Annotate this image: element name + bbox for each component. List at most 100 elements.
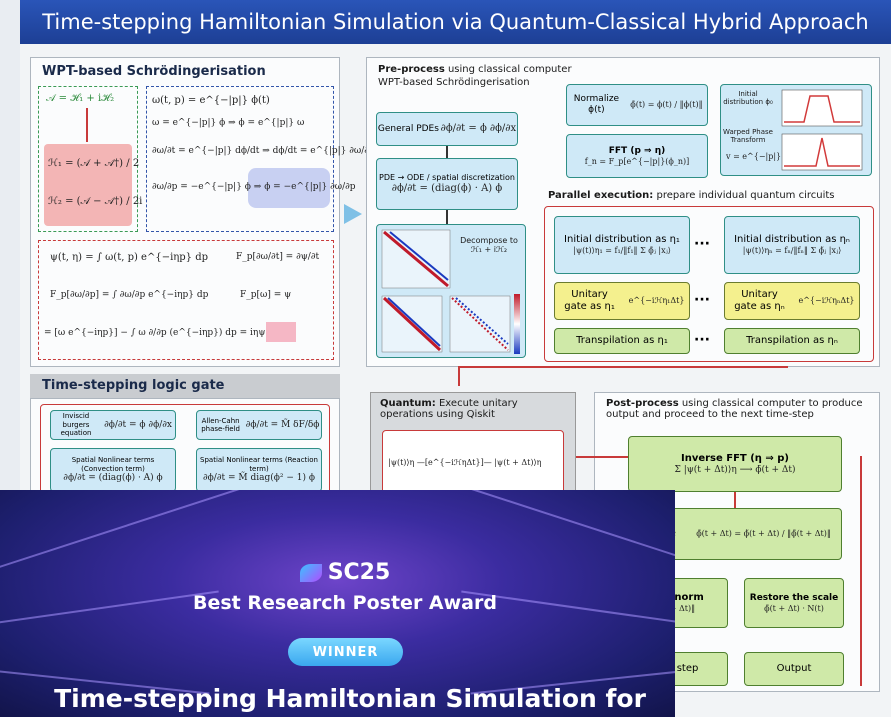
warped-label: Warped Phase Transform (723, 128, 773, 144)
eq-psi: ψ(t, η) = ∫ ω(t, p) e^{−iηp} dp (50, 252, 209, 263)
logic-title: Time-stepping logic gate (42, 378, 225, 393)
ifft-label: Inverse FFT (η ⇒ p) (680, 452, 789, 464)
fft-box: FFT (p ⇒ η)f_n = F_p[e^{−|p|}(ϕ_n)] (566, 134, 708, 178)
result-highlight (266, 322, 296, 342)
init-dist-label: Initial distribution ϕ₀ (723, 90, 773, 106)
wpt-title: WPT-based Schrödingerisation (42, 64, 266, 79)
award-banner (0, 490, 675, 717)
pde-ode-eq: ∂ϕ/∂t = (diag(ϕ) · A) ϕ (391, 182, 503, 194)
normalize-box: Normalize ϕ(t)ϕ̃(t) = ϕ(t) / ‖ϕ(t)‖ (566, 84, 708, 126)
eq-fp3: F_p[ω] = ψ (240, 290, 292, 300)
post-title: Post-process using classical computer to… (606, 398, 866, 420)
general-pdes-eq: ∂ϕ/∂t = ϕ ∂ϕ/∂x (440, 123, 517, 134)
quantum-bold: Quantum: (380, 398, 436, 409)
winner-badge: WINNER (288, 638, 403, 666)
unitn-label: Unitary gate as ηₙ (734, 289, 785, 312)
init1-label: Initial distribution as η₁ (564, 234, 680, 246)
parallel-frame (544, 206, 874, 362)
decompose-label: Decompose to ℋ₁ + iℋ₂ (460, 236, 518, 254)
pre-title-rest: using classical computer (444, 64, 572, 75)
quantum-title: Quantum: Execute unitary operations usin… (380, 398, 570, 420)
initn-label: Initial distribution as ηₙ (734, 234, 850, 246)
unitn-eq: e^{−iℋηₙΔt} (798, 296, 855, 306)
arrow-down-1 (446, 146, 448, 158)
gate4-label: Spatial Nonlinear terms (Reaction term) (200, 456, 318, 473)
pde-ode-label: PDE → ODE / spatial discretization (379, 173, 515, 183)
omega-box (146, 86, 334, 232)
h-defs-box (44, 144, 132, 226)
the-norm-eq: (t + Δt)‖ (660, 604, 696, 614)
gate-burgers: Inviscid burgers equation ∂ϕ/∂t = ϕ ∂ϕ/∂x (50, 410, 176, 440)
flow-arrow-icon (344, 204, 362, 224)
dots-3: ··· (694, 332, 710, 348)
initn-eq: |ψ(t)⟩ηₙ = fₙ/‖fₙ‖ Σ ϕ̃ⱼ |xⱼ⟩ (742, 246, 842, 256)
eq-fp1: F_p[∂ω/∂t] = ∂ψ/∂t (236, 252, 320, 262)
parallel-title: Parallel execution: prepare individual q… (548, 190, 835, 201)
unit1-label: Unitary gate as η₁ (564, 289, 615, 312)
gate1-eq: ∂ϕ/∂t = ϕ ∂ϕ/∂x (104, 419, 172, 430)
up-arrow (86, 108, 88, 142)
next-step-label: me step (657, 663, 699, 674)
award-heading: Best Research Poster Award (193, 592, 497, 614)
the-norm-label: the norm (652, 592, 704, 604)
trans1-label: Transpilation as η₁ (576, 335, 668, 346)
inverse-fft-box: Inverse FFT (η ⇒ p)Σ |ψ(t + Δt)⟩η ⟶ ϕ̃(t… (628, 436, 842, 492)
banner-title: Time-stepping Hamiltonian Simulation via… (42, 10, 869, 34)
pre-title: Pre-process using classical computer (378, 64, 572, 75)
connector-down (458, 366, 460, 386)
dots-1: ··· (694, 236, 710, 252)
warped-eq: v = e^{−|p|} (726, 152, 782, 161)
sc25-logo: SC25 (270, 560, 420, 585)
eq-omega3: ∂ω/∂t = e^{−|p|} dϕ/dt ⇒ dϕ/dt = e^{|p|}… (152, 146, 373, 156)
eq-h2: ℋ₂ = (𝒜 − 𝒜†) / 2i (48, 196, 143, 207)
normalize-label: Normalize ϕ(t) (573, 94, 620, 115)
eq-a: 𝒜 = ℋ₁ + iℋ₂ (46, 93, 115, 104)
pde-ode-box: PDE → ODE / spatial discretization∂ϕ/∂t … (376, 158, 518, 210)
post-bold: Post-process (606, 398, 679, 409)
parallel-bold: Parallel execution: (548, 190, 654, 201)
eq-h1: ℋ₁ = (𝒜 + 𝒜†) / 2 (48, 158, 140, 169)
highlight-eq (248, 168, 330, 208)
eq-last: = [ω e^{−iηp}] − ∫ ω ∂/∂p (e^{−iηp}) dp … (44, 328, 266, 338)
gate-allen-cahn: Allen-Cahn phase-field∂ϕ/∂t = M̃ δF/δϕ (196, 410, 322, 440)
post-arrow-in (576, 456, 628, 458)
init1-eq: |ψ(t)⟩η₁ = f₁/‖f₁‖ Σ ϕ̃ⱼ |xⱼ⟩ (573, 246, 671, 256)
parallel-rest: prepare individual quantum circuits (653, 190, 835, 201)
output-box: Output (744, 652, 844, 686)
gate-reaction: Spatial Nonlinear terms (Reaction term)∂… (196, 448, 322, 492)
post-arrow-1 (734, 492, 736, 508)
restore-label: Restore the scale (749, 592, 839, 603)
general-pdes-box: General PDEs∂ϕ/∂t = ϕ ∂ϕ/∂x (376, 112, 518, 146)
poster-title-banner: Time-stepping Hamiltonian Simulation via… (20, 0, 891, 44)
sc-logo-icon (299, 563, 322, 582)
post-rest: using classical computer to produce outp… (606, 398, 863, 420)
gate-convection: Spatial Nonlinear terms (Convection term… (50, 448, 176, 492)
feedback-line (860, 456, 862, 686)
transpile-eta1-box: Transpilation as η₁ (554, 328, 690, 354)
unitary-etan-box: Unitary gate as ηₙ e^{−iℋηₙΔt} (724, 282, 860, 320)
init-eta1-box: Initial distribution as η₁|ψ(t)⟩η₁ = f₁/… (554, 216, 690, 274)
eq-omega2: ω = e^{−|p|} ϕ ⇒ ϕ = e^{|p|} ω (152, 118, 305, 128)
transpile-etan-box: Transpilation as ηₙ (724, 328, 860, 354)
eq-omega4: ∂ω/∂p = −e^{−|p|} ϕ ⇒ ϕ = −e^{|p|} ∂ω/∂p (152, 182, 356, 192)
gate1-label: Inviscid burgers equation (60, 412, 92, 438)
fft-eq: f_n = F_p[e^{−|p|}(ϕ_n)] (584, 156, 690, 166)
arrow-down-2 (446, 210, 448, 224)
init-etan-box: Initial distribution as ηₙ|ψ(t)⟩ηₙ = fₙ/… (724, 216, 860, 274)
hamiltonian-box (38, 86, 138, 232)
matrix-diagram (381, 229, 520, 354)
quantum-rest: Execute unitary operations using Qiskit (380, 398, 518, 420)
restore-eq: ϕ̃(t + Δt) · N(t) (764, 603, 824, 613)
ifft-eq: Σ |ψ(t + Δt)⟩η ⟶ ϕ̃(t + Δt) (674, 464, 796, 475)
norm-eq: ϕ̃(t + Δt) = ϕ̃(t + Δt) / ‖ϕ̃(t + Δt)‖ (696, 529, 831, 539)
gate2-label: Allen-Cahn phase-field (201, 416, 240, 433)
eq-fp2: F_p[∂ω/∂p] = ∫ ∂ω/∂p e^{−iηp} dp (50, 290, 209, 300)
dots-2: ··· (694, 292, 710, 308)
pre-subtitle: WPT-based Schrödingerisation (378, 77, 530, 88)
eq-omega1: ω(t, p) = e^{−|p|} ϕ(t) (152, 95, 270, 106)
output-label: Output (776, 663, 812, 674)
pre-title-bold: Pre-process (378, 64, 445, 75)
fourier-box (38, 240, 334, 360)
transn-label: Transpilation as ηₙ (746, 335, 838, 346)
